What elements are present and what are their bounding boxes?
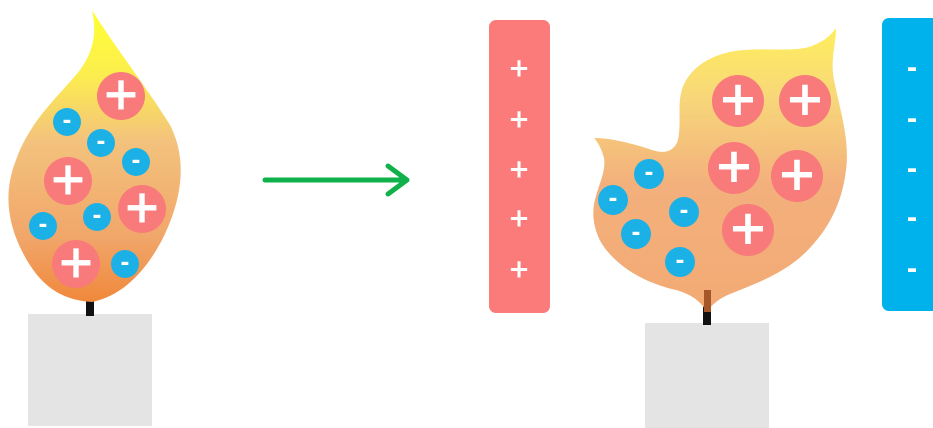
minus-sign: - — [131, 149, 140, 174]
plus-sign: + — [728, 200, 768, 256]
minus-sign: - — [120, 251, 129, 276]
positive-ion-4: + — [771, 146, 823, 202]
plate-minus-sign-1: - — [907, 54, 918, 84]
minus-circle-icon — [87, 129, 115, 157]
minus-sign: - — [608, 187, 617, 212]
plate-plus-sign-2: + — [508, 105, 530, 135]
minus-sign: - — [92, 204, 101, 229]
transition-arrow — [262, 163, 410, 197]
negative-ion-2: - — [598, 185, 628, 215]
plus-sign: + — [102, 67, 141, 121]
negative-ion-5: - — [83, 203, 111, 231]
minus-sign: - — [679, 199, 688, 224]
plate-minus-sign-4: - — [907, 204, 918, 234]
positive-ion-1: + — [712, 71, 764, 127]
minus-sign: - — [644, 161, 653, 186]
plus-circle-icon — [779, 75, 831, 127]
right-candle-wick — [703, 300, 711, 325]
plus-sign: + — [718, 71, 758, 127]
right-candle-wick-burning — [704, 290, 711, 312]
minus-sign: - — [631, 221, 640, 246]
positive-ion-3: + — [118, 180, 166, 234]
minus-circle-icon — [111, 250, 139, 278]
plate-plus-sign-3: + — [508, 155, 530, 185]
plate-minus-sign-2: - — [907, 105, 918, 135]
plus-circle-icon — [52, 240, 100, 288]
left-candle-group: ++++------ — [8, 10, 181, 426]
plus-circle-icon — [712, 75, 764, 127]
right-ion-group: +++++----- — [598, 71, 831, 277]
negative-ion-3: - — [122, 148, 150, 176]
minus-sign: - — [675, 249, 684, 274]
positive-ion-3: + — [708, 138, 760, 194]
plus-sign: + — [785, 71, 825, 127]
minus-sign: - — [62, 109, 71, 134]
negative-plate — [882, 18, 933, 311]
right-candle-body — [645, 323, 769, 428]
negative-plate-symbols: - - - - - — [907, 54, 918, 285]
negative-ion-1: - — [634, 159, 664, 189]
right-scene-group: +++++ ----- +++++----- — [489, 18, 933, 428]
plate-minus-sign-3: - — [907, 155, 918, 185]
minus-circle-icon — [53, 108, 81, 136]
minus-circle-icon — [621, 219, 651, 249]
plus-sign: + — [714, 138, 754, 194]
negative-ion-3: - — [669, 197, 699, 227]
plus-circle-icon — [771, 150, 823, 202]
positive-plate — [489, 20, 550, 313]
negative-ion-6: - — [111, 250, 139, 278]
positive-ion-1: + — [97, 67, 145, 121]
plus-sign: + — [123, 180, 162, 234]
minus-circle-icon — [598, 185, 628, 215]
left-ion-group: ++++------ — [29, 67, 166, 289]
minus-sign: - — [96, 130, 105, 155]
negative-ion-4: - — [29, 212, 57, 240]
plus-circle-icon — [708, 142, 760, 194]
plate-minus-sign-5: - — [907, 255, 918, 285]
positive-ion-4: + — [52, 235, 100, 289]
minus-circle-icon — [634, 159, 664, 189]
left-candle-body — [28, 314, 152, 426]
plate-plus-sign-4: + — [508, 204, 530, 234]
negative-ion-5: - — [665, 247, 695, 277]
plus-sign: + — [777, 146, 817, 202]
minus-circle-icon — [669, 197, 699, 227]
plus-circle-icon — [118, 185, 166, 233]
left-candle-wick — [86, 292, 94, 316]
plus-sign: + — [49, 152, 88, 206]
positive-ion-2: + — [44, 152, 92, 206]
negative-ion-2: - — [87, 129, 115, 157]
plate-plus-sign-1: + — [508, 54, 530, 84]
minus-circle-icon — [665, 247, 695, 277]
right-arrow-head — [385, 163, 410, 197]
plus-circle-icon — [722, 204, 774, 256]
plus-circle-icon — [97, 72, 145, 120]
negative-ion-4: - — [621, 219, 651, 249]
minus-sign: - — [38, 213, 47, 238]
positive-ion-5: + — [722, 200, 774, 256]
plus-sign: + — [57, 235, 96, 289]
minus-circle-icon — [29, 212, 57, 240]
minus-circle-icon — [122, 148, 150, 176]
plus-circle-icon — [44, 157, 92, 205]
minus-circle-icon — [83, 203, 111, 231]
positive-plate-symbols: + + + + + — [508, 54, 530, 285]
plate-plus-sign-5: + — [508, 255, 530, 285]
negative-ion-1: - — [53, 108, 81, 136]
positive-ion-2: + — [779, 71, 831, 127]
